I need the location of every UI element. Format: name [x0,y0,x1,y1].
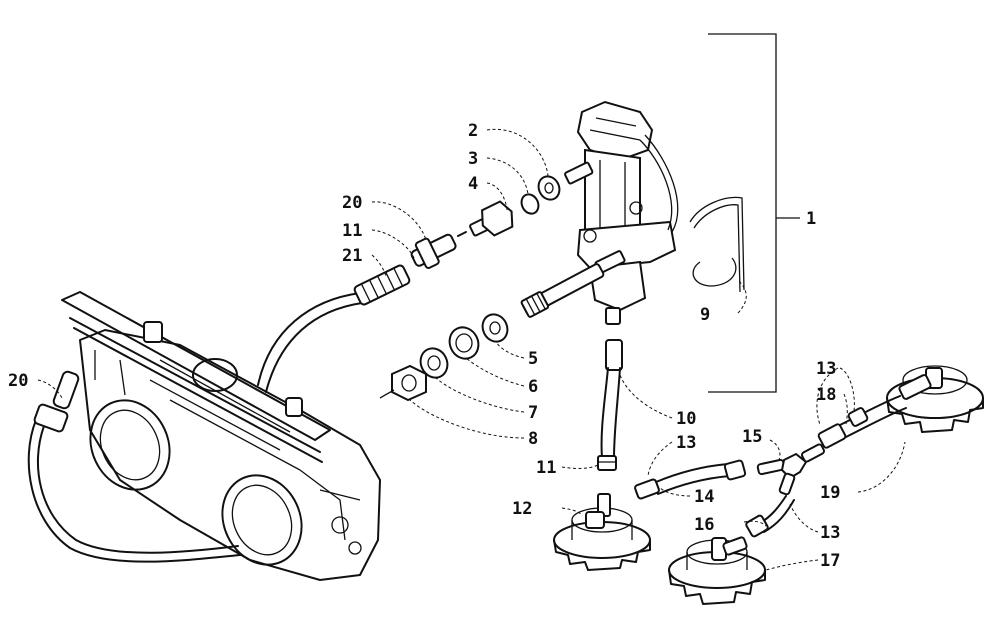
primer-bulb-17 [668,536,766,605]
vacuum-hose-main [257,292,363,393]
washer-7 [419,347,449,379]
nut-8 [379,364,427,402]
carburetor-assembly [61,291,381,581]
callout-21: 21 [342,246,362,266]
callout-labels: 1 2 3 4 5 6 7 8 9 10 11 11 12 13 13 13 1… [8,121,840,571]
left-hose [27,370,241,563]
retaining-clip [689,196,745,293]
callout-19: 19 [820,483,840,503]
primer-bulb-12 [553,493,651,571]
callout-4: 4 [468,174,478,194]
callout-11-upper: 11 [342,221,362,241]
callout-7: 7 [528,403,538,423]
fuel-pump [564,100,679,325]
callout-18: 18 [816,385,836,405]
callout-17: 17 [820,551,840,571]
callout-10: 10 [676,409,696,429]
hose-10 [597,339,623,471]
leader-lines [37,128,906,571]
hose-14 [634,459,747,500]
callout-15: 15 [742,427,762,447]
elbow-16 [745,495,795,538]
callout-12: 12 [512,499,532,519]
callout-13-lower: 13 [820,523,840,543]
primer-bulb-right [886,365,984,433]
washer-6 [448,326,480,360]
callout-2: 2 [468,121,478,141]
callout-6: 6 [528,377,538,397]
tee-fitting-15 [756,443,826,496]
assembly-bracket [708,33,800,393]
callout-20-upper: 20 [342,193,362,213]
washer-5 [481,313,509,343]
callout-3: 3 [468,149,478,169]
inlet-fitting [469,200,514,237]
hose-coupler [353,231,467,306]
callout-13-upper: 13 [816,359,836,379]
callout-8: 8 [528,429,538,449]
callout-5: 5 [528,349,538,369]
washer-3 [520,193,540,215]
callout-1: 1 [806,209,816,229]
callout-16: 16 [694,515,714,535]
callout-20-left: 20 [8,371,28,391]
hose-right-upper [817,395,907,449]
washer-2 [537,175,561,201]
callout-14: 14 [694,487,714,507]
callout-13-middle: 13 [676,433,696,453]
callout-9: 9 [700,305,710,325]
pump-shaft [520,263,605,318]
callout-11-lower: 11 [536,458,556,478]
